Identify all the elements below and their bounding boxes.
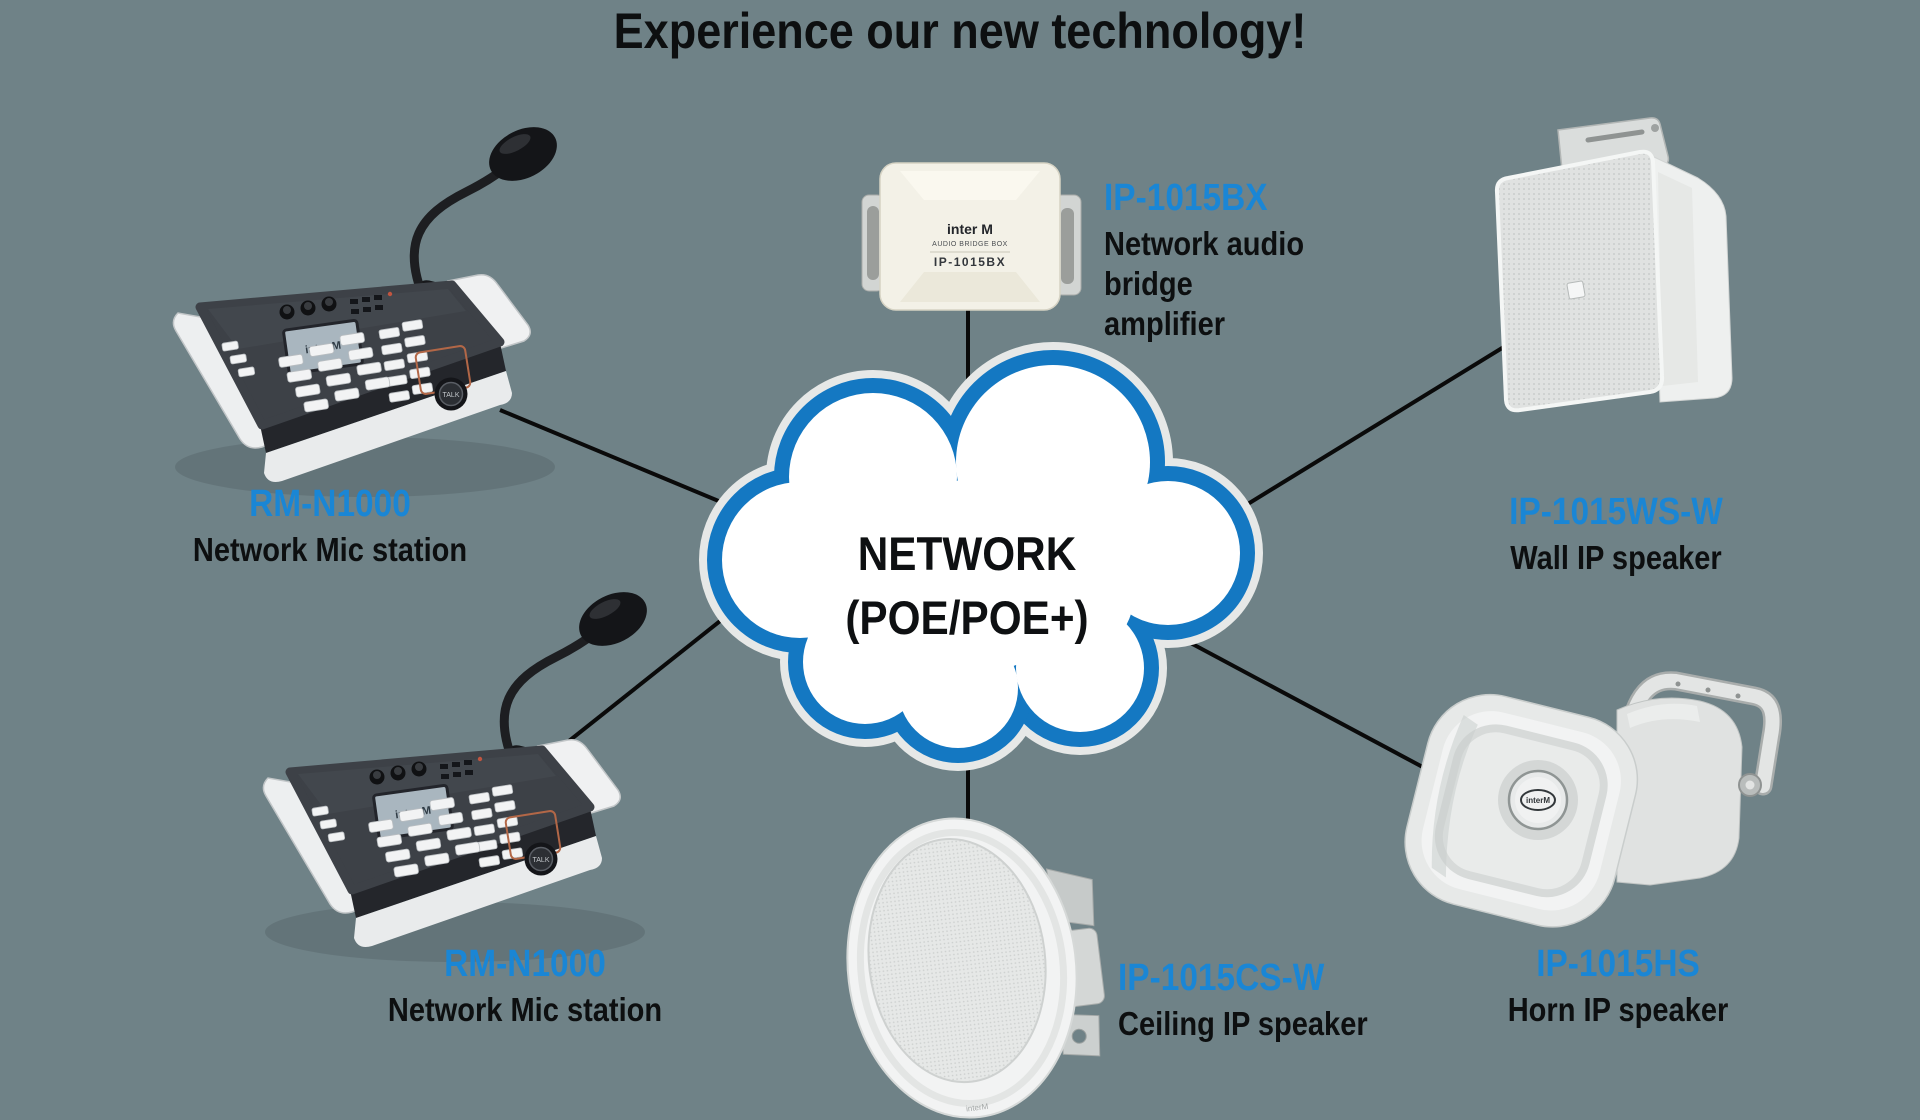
mic-station-2-description: Network Mic station (387, 991, 663, 1028)
horn-speaker-description: Horn IP speaker (1507, 991, 1729, 1028)
cloud-label-line2: (POE/POE+) (845, 591, 1089, 644)
bracket-slot-right (1061, 208, 1074, 284)
wall-speaker-device (1494, 117, 1733, 413)
bridge-model-text: IP-1015BX (934, 255, 1006, 269)
horn-bracket-rivets (1675, 681, 1741, 699)
label-wall-speaker: IP-1015WS-W Wall IP speaker (1466, 490, 1765, 578)
ceiling-mount-hole (1071, 1028, 1087, 1044)
bridge-amplifier-model: IP-1015BX (1104, 177, 1268, 219)
label-ceiling-speaker: IP-1015CS-W Ceiling IP speaker (1118, 956, 1408, 1044)
bridge-box-bevel-bottom (900, 272, 1040, 302)
bridge-brand-text: inter M (947, 221, 993, 237)
ceiling-speaker-rim-ring (856, 828, 1068, 1108)
bracket-slot-left (867, 206, 879, 280)
horn-rear-body (1616, 697, 1743, 886)
ceiling-speaker-model: IP-1015CS-W (1118, 957, 1325, 999)
wall-speaker-side-shade (1658, 172, 1698, 386)
ceiling-logo-text: interM (966, 1102, 989, 1114)
wall-speaker-model: IP-1015WS-W (1509, 491, 1723, 533)
horn-rear-sheen (1627, 703, 1700, 728)
wall-speaker-logo-chip (1566, 280, 1586, 300)
ceiling-speaker-grille (867, 837, 1047, 1084)
label-mic-station-2: RM-N1000 Network Mic station (349, 942, 701, 1030)
bridge-amplifier-device: inter M AUDIO BRIDGE BOX IP-1015BX (861, 162, 1082, 311)
wall-speaker-description: Wall IP speaker (1510, 539, 1722, 576)
ceiling-speaker-device: interM (846, 817, 1105, 1119)
mic-station-1-description: Network Mic station (192, 531, 468, 568)
label-mic-station-1: RM-N1000 Network Mic station (154, 482, 506, 570)
bridge-type-text: AUDIO BRIDGE BOX (932, 241, 1008, 248)
horn-logo-oval (1520, 789, 1556, 811)
connection-line-mic2 (538, 604, 741, 766)
label-bridge-amplifier: IP-1015BX Network audio bridge amplifier (1104, 176, 1315, 344)
cloud-body (722, 365, 1240, 748)
network-cloud-label: NETWORK (POE/POE+) (772, 522, 1163, 650)
mic-station-1-model: RM-N1000 (249, 483, 411, 525)
connection-line-mic1 (499, 408, 746, 514)
horn-speaker-device: interM (1404, 671, 1783, 928)
mic-station-1-device (173, 116, 566, 497)
bridge-box-bevel-top (900, 171, 1040, 200)
network-cloud (699, 342, 1263, 771)
wall-bracket-screw (1651, 124, 1659, 132)
cloud-label-line1: NETWORK (857, 527, 1077, 580)
mic-station-2-model: RM-N1000 (444, 943, 606, 985)
horn-logo-text: interM (1526, 796, 1550, 805)
page-title: Experience our new technology! (613, 3, 1307, 59)
mic-station-2-device (263, 581, 656, 962)
horn-bolt (1745, 780, 1755, 790)
wall-bracket-slot (1585, 129, 1645, 143)
label-horn-speaker: IP-1015HS Horn IP speaker (1468, 942, 1767, 1030)
ceiling-speaker-description: Ceiling IP speaker (1118, 1005, 1368, 1042)
connection-line-wall (1223, 343, 1509, 520)
connection-lines (499, 296, 1509, 820)
bridge-amplifier-description: Network audio bridge amplifier (1104, 225, 1305, 342)
connection-line-horn (1184, 638, 1433, 774)
horn-speaker-model: IP-1015HS (1536, 943, 1700, 985)
horn-logo-face (1515, 777, 1561, 823)
